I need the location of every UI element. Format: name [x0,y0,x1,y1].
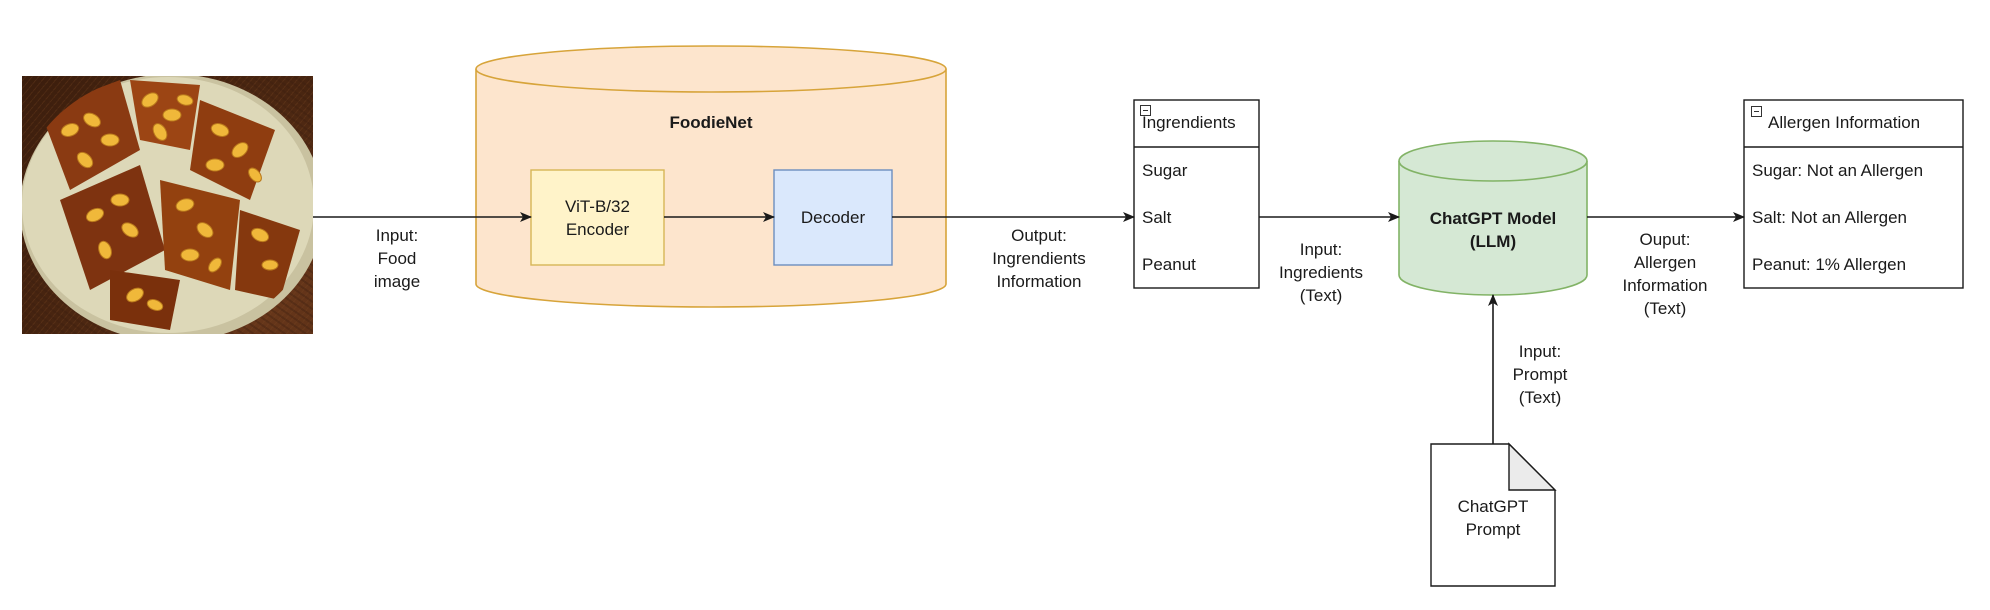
ingredients-item: Salt [1142,208,1172,227]
llm-label: ChatGPT Model (LLM) [1429,209,1557,251]
decoder-label: Decoder [800,208,866,227]
ingredients-collapse-icon[interactable] [1140,105,1151,116]
peanut-brittle-photo-icon [22,76,313,334]
encoder-box [530,169,665,266]
allergen-item: Salt: Not an Allergen [1752,208,1907,227]
edge-label-input-food-image: Input: Food image [373,226,421,291]
foodienet-top [475,45,947,93]
foodienet-title: FoodieNet [669,113,753,132]
encoder-label: ViT-B/32 Encoder [565,196,630,239]
allergen-item: Sugar: Not an Allergen [1752,161,1924,180]
food-image [22,76,313,334]
prompt-doc-label: ChatGPT Prompt [1457,497,1529,539]
edge-label-output-allergen: Ouput: Allergen Information (Text) [1622,230,1708,318]
edge-label-output-ingredients: Output: Ingrendients Information [992,226,1086,291]
allergen-collapse-icon[interactable] [1751,106,1762,117]
allergen-title: Allergen Information [1768,113,1921,132]
allergen-item: Peanut: 1% Allergen [1752,255,1907,274]
edge-label-input-prompt: Input: Prompt (Text) [1512,342,1568,407]
llm-cylinder [1398,140,1588,296]
edge-label-input-ingredients: Input: Ingredients (Text) [1278,240,1364,305]
ingredients-list-frame [1133,99,1260,289]
ingredients-item: Peanut [1142,255,1196,274]
llm-top [1398,140,1588,182]
ingredients-item: Sugar [1142,161,1188,180]
allergen-list-frame [1743,99,1964,289]
prompt-document [1430,442,1557,587]
ingredients-title: Ingrendients [1142,113,1236,132]
